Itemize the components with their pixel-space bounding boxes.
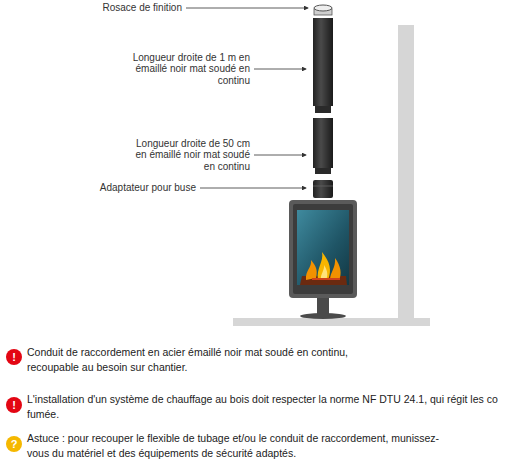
tip-icon: ? — [6, 436, 22, 452]
note-text: L'installation d'un système de chauffage… — [27, 392, 502, 422]
callout-label: Adaptateur pour buse — [36, 182, 196, 194]
warning-icon: ! — [6, 397, 22, 413]
wall — [398, 25, 414, 320]
note-text: Astuce : pour recouper le flexible de tu… — [27, 431, 447, 461]
warning-icon: ! — [6, 349, 22, 365]
note-text: Conduit de raccordement en acier émaillé… — [27, 345, 367, 375]
callout-label: Rosace de finition — [22, 2, 182, 14]
callout-label: Longueur droite de 1 m en émaillé noir m… — [130, 52, 250, 87]
leader-line — [186, 8, 308, 9]
floor — [233, 318, 430, 326]
leader-line — [254, 69, 306, 70]
leader-line — [200, 188, 306, 189]
stove — [289, 200, 357, 298]
pipe-1m — [313, 18, 333, 106]
leader-line — [254, 155, 306, 156]
callout-label: Longueur droite de 50 cm en émaillé noir… — [130, 138, 250, 173]
adapter — [313, 180, 333, 198]
pipe-50cm — [313, 118, 333, 168]
